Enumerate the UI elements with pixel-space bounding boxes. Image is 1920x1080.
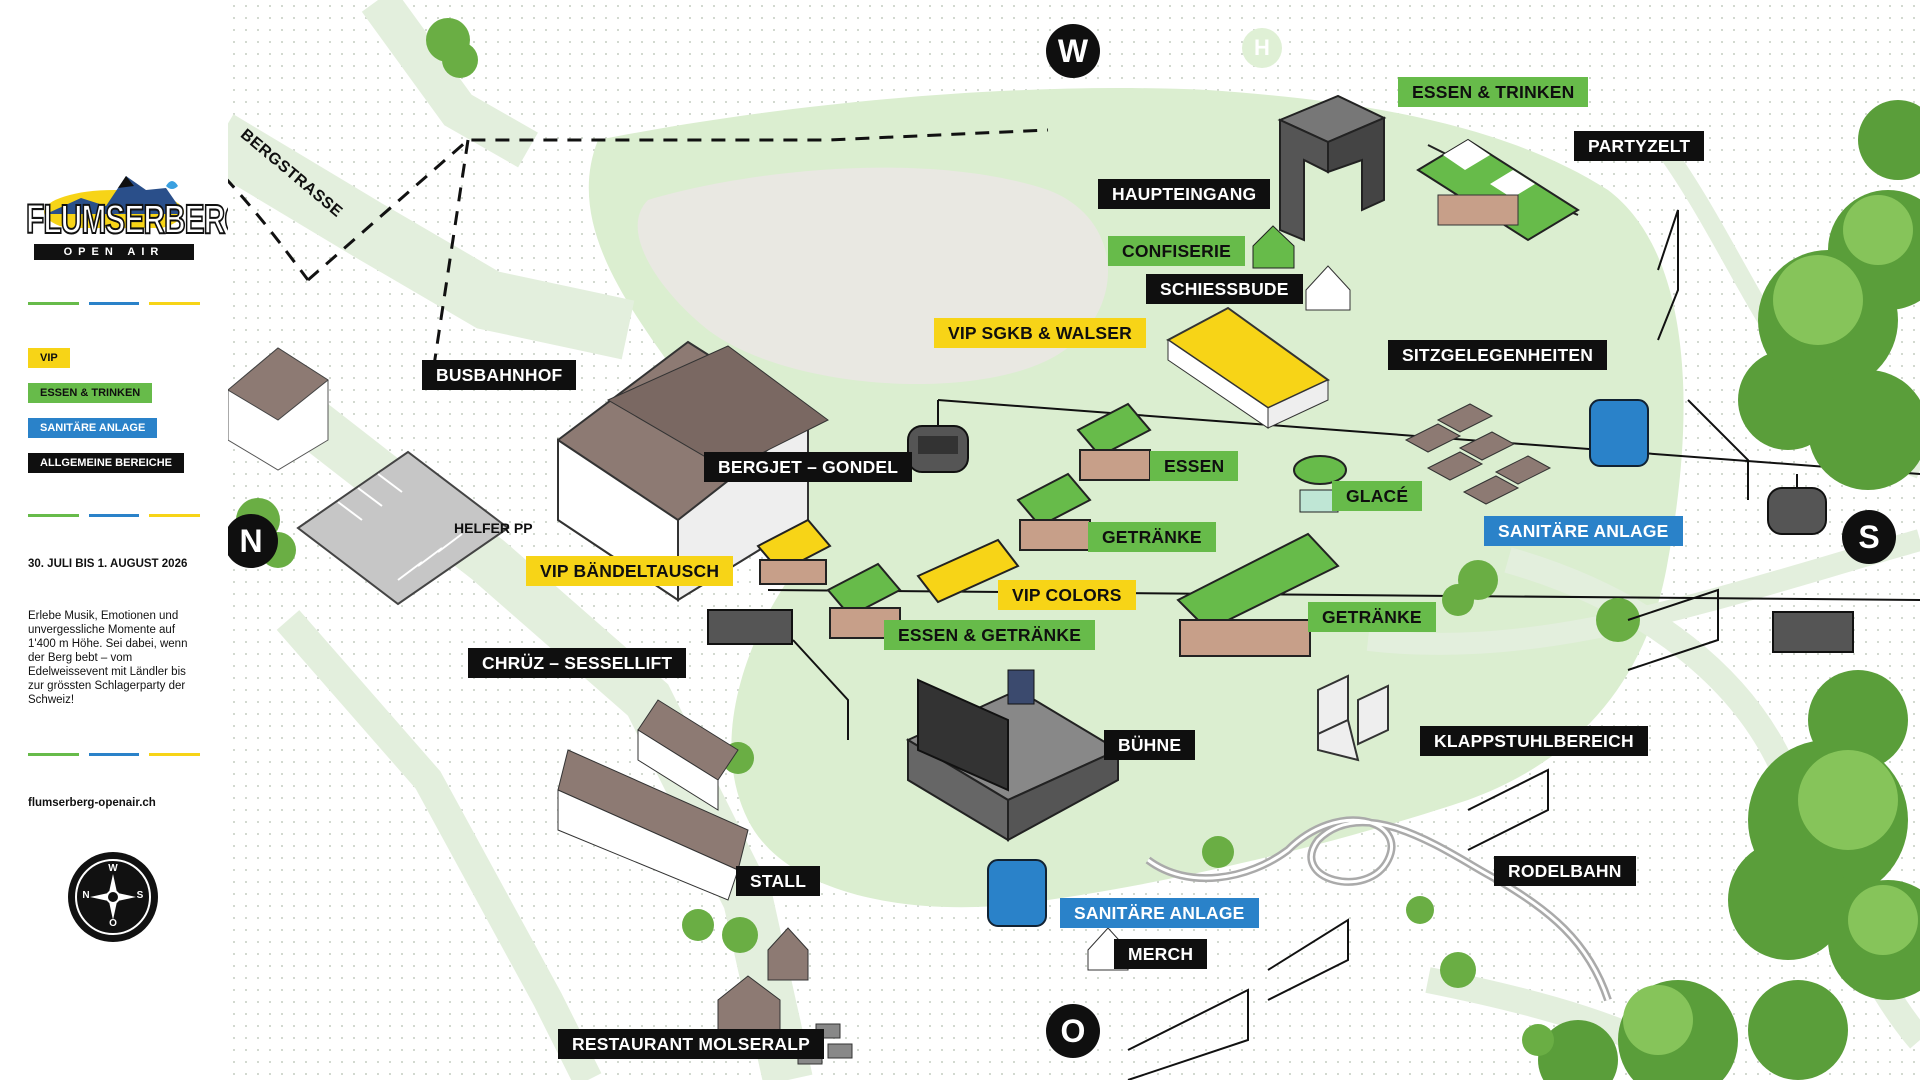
compass-rose-icon: W N S O: [68, 852, 158, 942]
label-bergjet-gondel[interactable]: BERGJET – GONDEL: [704, 452, 913, 482]
color-rule: [28, 302, 201, 305]
label-essen-trinken[interactable]: ESSEN & TRINKEN: [1398, 77, 1589, 107]
festival-map[interactable]: W H N S O BERGSTRASSE HELFER PP ESSEN & …: [228, 0, 1920, 1080]
label-confiserie[interactable]: CONFISERIE: [1108, 236, 1245, 266]
direction-n-marker: N: [228, 514, 278, 568]
direction-w-marker: W: [1046, 24, 1100, 78]
event-dates: 30. JULI BIS 1. AUGUST 2026: [28, 558, 188, 570]
mountain-logo-icon: [44, 176, 184, 234]
legend-allgemeine-bereiche: ALLGEMEINE BEREICHE: [28, 453, 185, 473]
label-essen[interactable]: ESSEN: [1150, 451, 1239, 481]
label-sanitaere-anlage-right[interactable]: SANITÄRE ANLAGE: [1484, 516, 1683, 546]
label-chruez-sessellift[interactable]: CHRÜZ – SESSELLIFT: [468, 648, 687, 678]
label-stall[interactable]: STALL: [736, 866, 821, 896]
map-background: [228, 0, 1920, 1080]
label-vip-colors[interactable]: VIP COLORS: [998, 580, 1136, 610]
flumserberg-logo[interactable]: FLUMSERBERG OPEN AIR: [25, 168, 248, 264]
label-busbahnhof[interactable]: BUSBAHNHOF: [422, 360, 577, 390]
label-haupteingang[interactable]: HAUPTEINGANG: [1098, 179, 1271, 209]
label-buehne[interactable]: BÜHNE: [1104, 730, 1196, 760]
label-klappstuhlbereich[interactable]: KLAPPSTUHLBEREICH: [1420, 726, 1648, 756]
brand-name: FLUMSERBERG: [25, 197, 248, 244]
direction-s-marker: S: [1842, 510, 1896, 564]
color-rule: [28, 514, 201, 517]
direction-h-marker: H: [1242, 28, 1282, 68]
label-schiessbude[interactable]: SCHIESSBUDE: [1146, 274, 1303, 304]
label-getraenke-2[interactable]: GETRÄNKE: [1308, 602, 1436, 632]
label-vip-sgkb-walser[interactable]: VIP SGKB & WALSER: [934, 318, 1146, 348]
compass-w: W: [108, 863, 118, 874]
sidebar: FLUMSERBERG OPEN AIR VIP ESSEN & TRINKEN…: [0, 0, 248, 1080]
compass-s: S: [136, 890, 144, 901]
label-sitzgelegenheiten[interactable]: SITZGELEGENHEITEN: [1388, 340, 1608, 370]
label-restaurant-molseralp[interactable]: RESTAURANT MOLSERALP: [558, 1029, 824, 1059]
label-sanitaere-anlage-bottom[interactable]: SANITÄRE ANLAGE: [1060, 898, 1259, 928]
label-partyzelt[interactable]: PARTYZELT: [1574, 131, 1705, 161]
compass-o: O: [109, 918, 117, 929]
legend-essen-trinken: ESSEN & TRINKEN: [28, 383, 153, 403]
legend-vip: VIP: [28, 348, 70, 368]
label-getraenke-1[interactable]: GETRÄNKE: [1088, 522, 1216, 552]
color-rule: [28, 753, 201, 756]
legend-sanitaere-anlage: SANITÄRE ANLAGE: [28, 418, 158, 438]
label-merch[interactable]: MERCH: [1114, 939, 1208, 969]
event-description: Erlebe Musik, Emotionen und unvergesslic…: [28, 610, 188, 706]
label-essen-getraenke[interactable]: ESSEN & GETRÄNKE: [884, 620, 1096, 650]
brand-sub: OPEN AIR: [34, 244, 194, 260]
label-glace[interactable]: GLACÉ: [1332, 481, 1423, 511]
label-vip-baendeltausch[interactable]: VIP BÄNDELTAUSCH: [526, 556, 734, 586]
direction-o-marker: O: [1046, 1004, 1100, 1058]
parking-label: HELFER PP: [454, 520, 533, 536]
label-rodelbahn[interactable]: RODELBAHN: [1494, 856, 1636, 886]
website-link[interactable]: flumserberg-openair.ch: [28, 797, 156, 809]
compass-n: N: [82, 890, 90, 901]
